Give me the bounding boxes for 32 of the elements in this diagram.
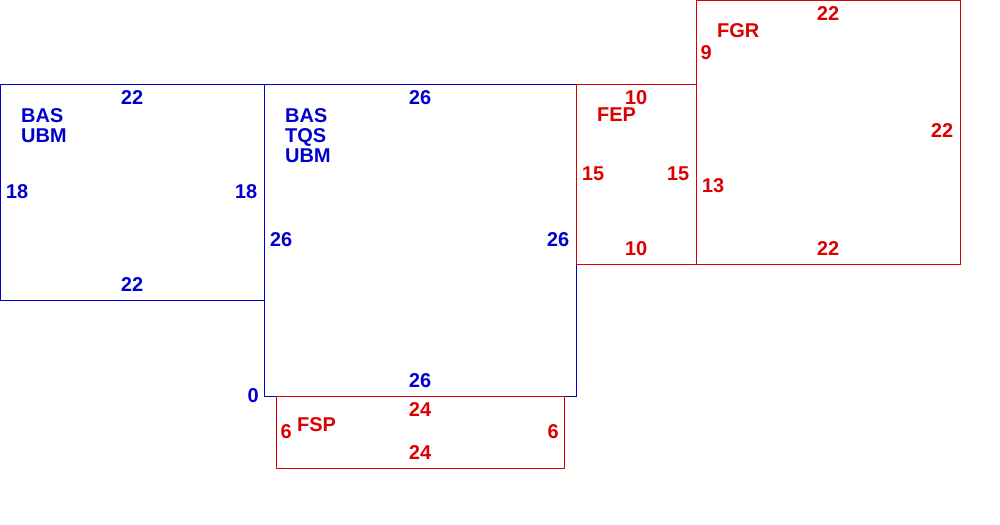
dimension-label: 24 <box>408 400 432 420</box>
dimension-label: 6 <box>280 422 292 442</box>
room-outline <box>264 84 577 397</box>
dimension-label: 13 <box>702 176 724 196</box>
dimension-label: 6 <box>547 422 559 442</box>
dimension-label: 26 <box>546 230 570 250</box>
room-label: FEP <box>597 105 636 125</box>
dimension-label: 18 <box>234 182 258 202</box>
dimension-label: 22 <box>120 275 144 295</box>
dimension-label: 10 <box>624 88 648 108</box>
room-label: BAS TQS UBM <box>285 106 331 166</box>
dimension-label: 15 <box>666 164 690 184</box>
dimension-label: 22 <box>816 239 840 259</box>
dimension-label: 26 <box>408 371 432 391</box>
room-outline <box>276 396 565 469</box>
dimension-label: 26 <box>270 230 292 250</box>
room-outline <box>696 0 961 265</box>
dimension-label: 26 <box>408 88 432 108</box>
dimension-label: 0 <box>247 386 259 406</box>
room-label: FSP <box>297 415 336 435</box>
room-outline <box>0 84 265 301</box>
dimension-label: 9 <box>700 43 712 63</box>
dimension-label: 22 <box>930 121 954 141</box>
room-label: FGR <box>717 21 760 41</box>
dimension-label: 22 <box>120 88 144 108</box>
dimension-label: 24 <box>408 443 432 463</box>
dimension-label: 10 <box>624 239 648 259</box>
room-label: BAS UBM <box>21 106 67 146</box>
dimension-label: 15 <box>582 164 604 184</box>
room-outline <box>576 84 697 265</box>
dimension-label: 22 <box>816 4 840 24</box>
dimension-label: 18 <box>6 182 28 202</box>
